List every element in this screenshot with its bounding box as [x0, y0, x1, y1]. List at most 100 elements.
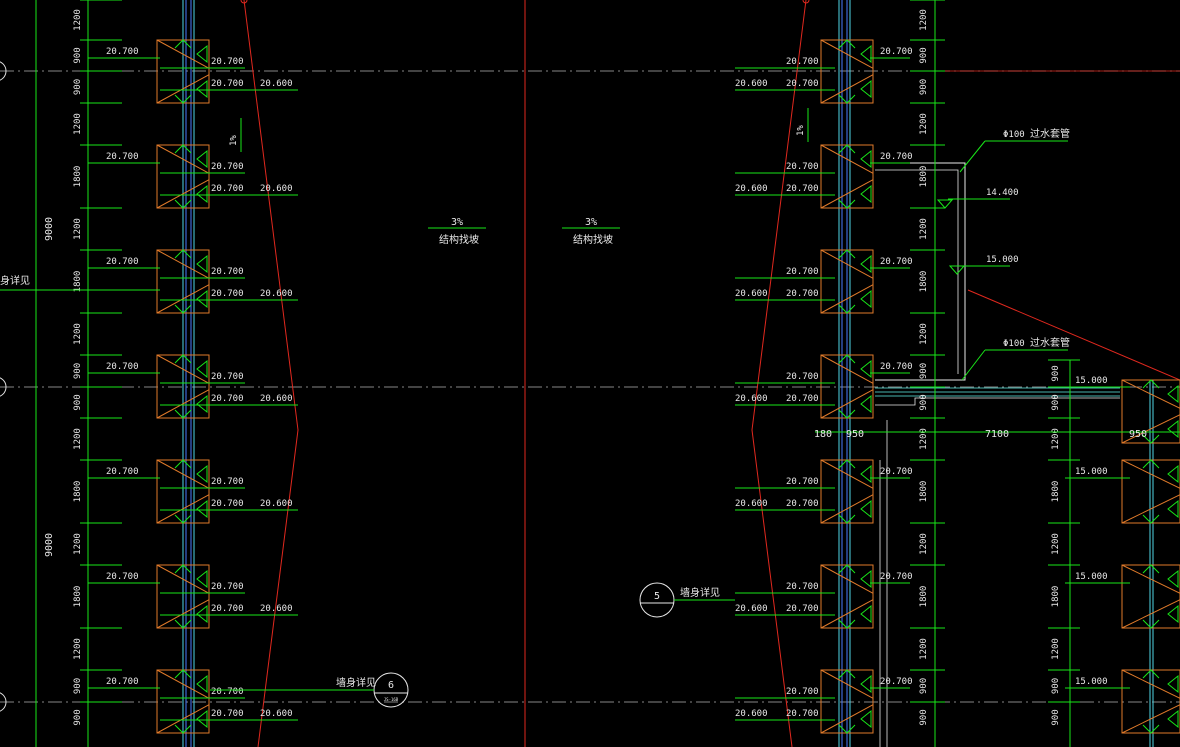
column-left-0	[156, 39, 210, 104]
elevation-text: 20.600	[260, 394, 293, 404]
elevation-text: 20.700	[786, 372, 819, 382]
elevation-text: 20.700	[106, 152, 139, 162]
column-diag	[1121, 704, 1180, 734]
pipe-outline	[875, 169, 959, 374]
elevation-text: 20.600	[735, 79, 768, 89]
column-marks	[1167, 569, 1179, 624]
elevation-text: 20.600	[735, 184, 768, 194]
column-marks	[1142, 459, 1160, 524]
elevation-label: 20.600	[735, 394, 770, 406]
elevation-label: 20.600	[245, 499, 298, 511]
column-marks	[196, 254, 208, 309]
elevation-text: 20.700	[880, 257, 913, 267]
column-marks	[838, 669, 856, 734]
column-diag	[1121, 379, 1180, 409]
left-edge-label: 身详见	[0, 274, 160, 291]
dim-text: 1200	[919, 428, 929, 450]
elevation-label: 20.600	[245, 709, 298, 721]
slope-text: 结构找坡	[573, 233, 613, 246]
elevation-label: 20.700	[770, 394, 835, 406]
column-diag	[156, 39, 210, 69]
elevation-label: 20.600	[735, 499, 770, 511]
elevation-label: 20.700	[160, 604, 245, 616]
elevation-label: 20.700	[870, 152, 913, 164]
column-diag	[1121, 669, 1180, 699]
elevation-label: 20.700	[88, 467, 160, 479]
column-box	[1121, 669, 1180, 734]
column-diag	[156, 704, 210, 734]
axis-bubble	[0, 692, 7, 712]
column-marks	[838, 39, 856, 104]
elevation-label: 20.700	[88, 362, 160, 374]
column-diag	[156, 494, 210, 524]
percent-text: 1%	[796, 125, 806, 136]
slope-line-left	[243, 0, 299, 747]
pipe-text: 过水套管	[1030, 127, 1070, 140]
elevation-text: 20.600	[735, 289, 768, 299]
elevation-label: 20.600	[245, 604, 298, 616]
elevation-label: 20.700	[735, 267, 835, 279]
elevation-text: 20.700	[211, 477, 244, 487]
dim-text: 180	[814, 429, 832, 440]
detail-text: 墙身详见	[336, 676, 376, 689]
elevation-text: 20.700	[786, 394, 819, 404]
column-marks	[196, 569, 208, 624]
column-marks	[1167, 384, 1179, 439]
dim-text: 900	[1051, 365, 1061, 381]
dim-text: 1200	[919, 533, 929, 555]
column-marks	[174, 354, 192, 419]
elevation-text: 20.700	[880, 362, 913, 372]
elevation-text: 20.700	[880, 467, 913, 477]
elevation-label: 20.700	[160, 582, 245, 594]
column-left-6	[156, 669, 210, 734]
elevation-label: 20.700	[870, 677, 913, 689]
column-diag	[156, 74, 210, 104]
dim-text: 1800	[919, 271, 929, 293]
dim-text: 9000	[44, 217, 55, 241]
dim-text: 900	[919, 79, 929, 95]
elevation-label: 15.000	[1065, 677, 1130, 689]
dim-text: 950	[846, 429, 864, 440]
column-diag	[1121, 564, 1180, 594]
elevation-text: 20.700	[211, 79, 244, 89]
elevation-label: 20.700	[160, 477, 245, 489]
elevation-text: 20.600	[260, 709, 293, 719]
dim-text: 900	[73, 678, 83, 694]
dim-text: 1200	[919, 9, 929, 31]
span-dimensions: 180 950 7100 950	[814, 429, 1180, 440]
column-diag	[156, 564, 210, 594]
column-marks	[860, 674, 872, 729]
elevation-label: 20.600	[245, 394, 298, 406]
dim-text: 900	[73, 47, 83, 63]
dim-text: 1200	[73, 638, 83, 660]
one-percent-right: 1%	[796, 108, 809, 142]
dim-text: 900	[919, 709, 929, 725]
dim-text: 1800	[1051, 481, 1061, 503]
elevation-text: 14.400	[986, 188, 1019, 198]
dim-text: 1200	[1051, 533, 1061, 555]
elevation-text: 20.700	[880, 572, 913, 582]
elevation-label: 20.600	[245, 184, 298, 196]
pipe-dia: Φ100	[1003, 339, 1025, 349]
dim-text: 9000	[44, 533, 55, 557]
column-diag	[156, 144, 210, 174]
elevation-label: 20.700	[160, 57, 245, 69]
dim-text: 900	[73, 363, 83, 379]
elevation-text: 20.700	[106, 677, 139, 687]
detail-sub: JS-16B	[384, 697, 399, 702]
slope-label-2: 3% 结构找坡	[562, 217, 620, 246]
column-diag	[1121, 459, 1180, 489]
elevation-text: 20.600	[735, 604, 768, 614]
elevation-text: 20.700	[211, 184, 244, 194]
roof-edge-line	[967, 289, 1180, 381]
column-diag	[156, 354, 210, 384]
elevation-text: 20.700	[211, 57, 244, 67]
dim-text: 1200	[73, 113, 83, 135]
column-marks	[174, 459, 192, 524]
drain-line	[875, 397, 1120, 406]
elevation-label: 20.700	[88, 572, 160, 584]
column-marks	[174, 249, 192, 314]
elevation-label: 20.700	[160, 267, 245, 279]
dim-text: 1800	[73, 481, 83, 503]
elevation-text: 15.000	[1075, 467, 1108, 477]
